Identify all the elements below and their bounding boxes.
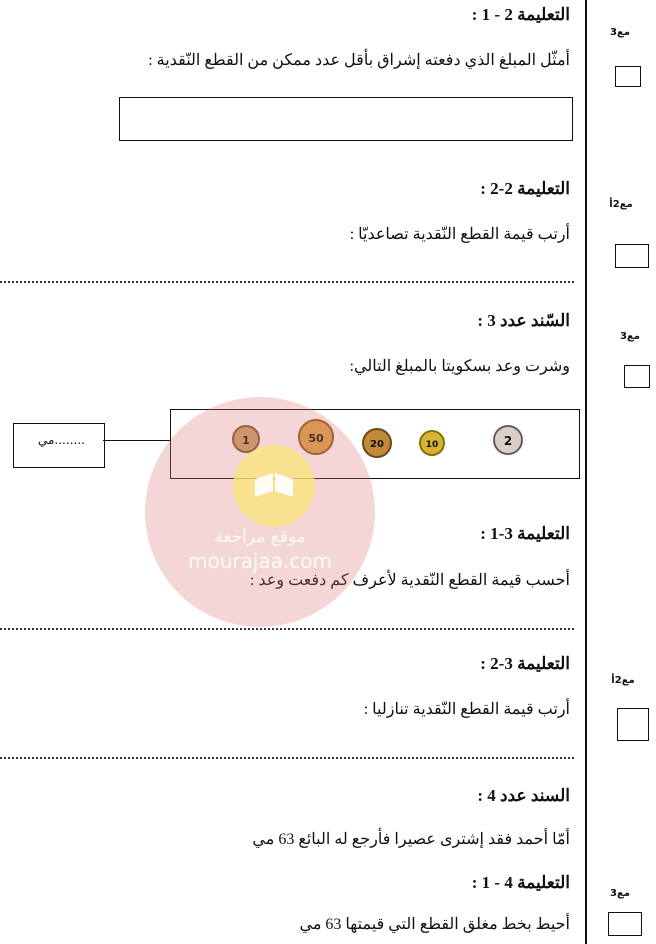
margin-rule [585,0,587,944]
criterion-4-1-label: مع3 [610,888,630,899]
coin-label: 50 [308,432,324,445]
criterion-4-1-box[interactable] [608,912,642,936]
criterion-2-2-label: مع2أ [609,199,633,210]
answer-box-2-1[interactable] [119,97,573,141]
instruction-2-1-text: أمثّل المبلغ الذي دفعته إشراق بأقل عدد م… [148,52,570,69]
instruction-3-1-text: أحسب قيمة القطع النّقدية لأعرف كم دفعت و… [249,572,570,589]
coin-label: 2 [504,434,512,448]
answer-line-2-2 [0,281,574,283]
support-3-heading: السّند عدد 3 : [477,311,570,330]
coin: 10 [419,430,445,456]
coin-label: 10 [426,440,439,450]
criterion-2-2-box[interactable] [615,244,649,268]
coins-frame [170,409,580,479]
coin: 50 [298,419,334,455]
instruction-3-2-text: أرتب قيمة القطع النّقدية تنازليا : [363,701,570,718]
criterion-2-1-box[interactable] [615,66,641,87]
coins-illustration: 1 50 20 10 2 [232,419,523,458]
support-3-text: وشرت وعد بسكويتا بالمبلغ التالي: [349,358,570,375]
instruction-2-2-text: أرتب قيمة القطع النّقدية تصاعديّا : [349,226,570,243]
coin: 20 [362,428,392,458]
instruction-3-2-heading: التعليمة 3-2 : [480,654,570,673]
support-4-text: أمّا أحمد فقد إشترى عصيرا فأرجع له البائ… [252,831,570,848]
criterion-3-2-box[interactable] [617,708,649,741]
coin-label: 20 [370,439,384,450]
instruction-2-2-heading: التعليمة 2-2 : [480,179,570,198]
answer-line-3-1 [0,628,574,630]
instruction-4-1-text: أحيط بخط مغلق القطع التي قيمتها 63 مي [299,916,571,933]
amount-label: ........مي [38,433,85,447]
criterion-3-label: مع3 [620,331,640,342]
coin-label: 1 [242,434,250,447]
connector-line [103,440,170,441]
support-4-heading: السند عدد 4 : [477,786,570,805]
watermark-title: موقع مراجعة [214,527,306,547]
criterion-2-1-label: مع3 [610,27,630,38]
instruction-2-1-heading: التعليمة 2 - 1 : [471,5,570,24]
criterion-3-box[interactable] [624,365,650,388]
criterion-3-2-label: مع2أ [611,675,635,686]
coin: 2 [493,425,523,455]
instruction-3-1-heading: التعليمة 3-1 : [480,524,570,543]
coin: 1 [232,425,260,453]
instruction-4-1-heading: التعليمة 4 - 1 : [471,873,570,892]
amount-label-box[interactable] [13,423,105,468]
answer-line-3-2 [0,757,574,759]
